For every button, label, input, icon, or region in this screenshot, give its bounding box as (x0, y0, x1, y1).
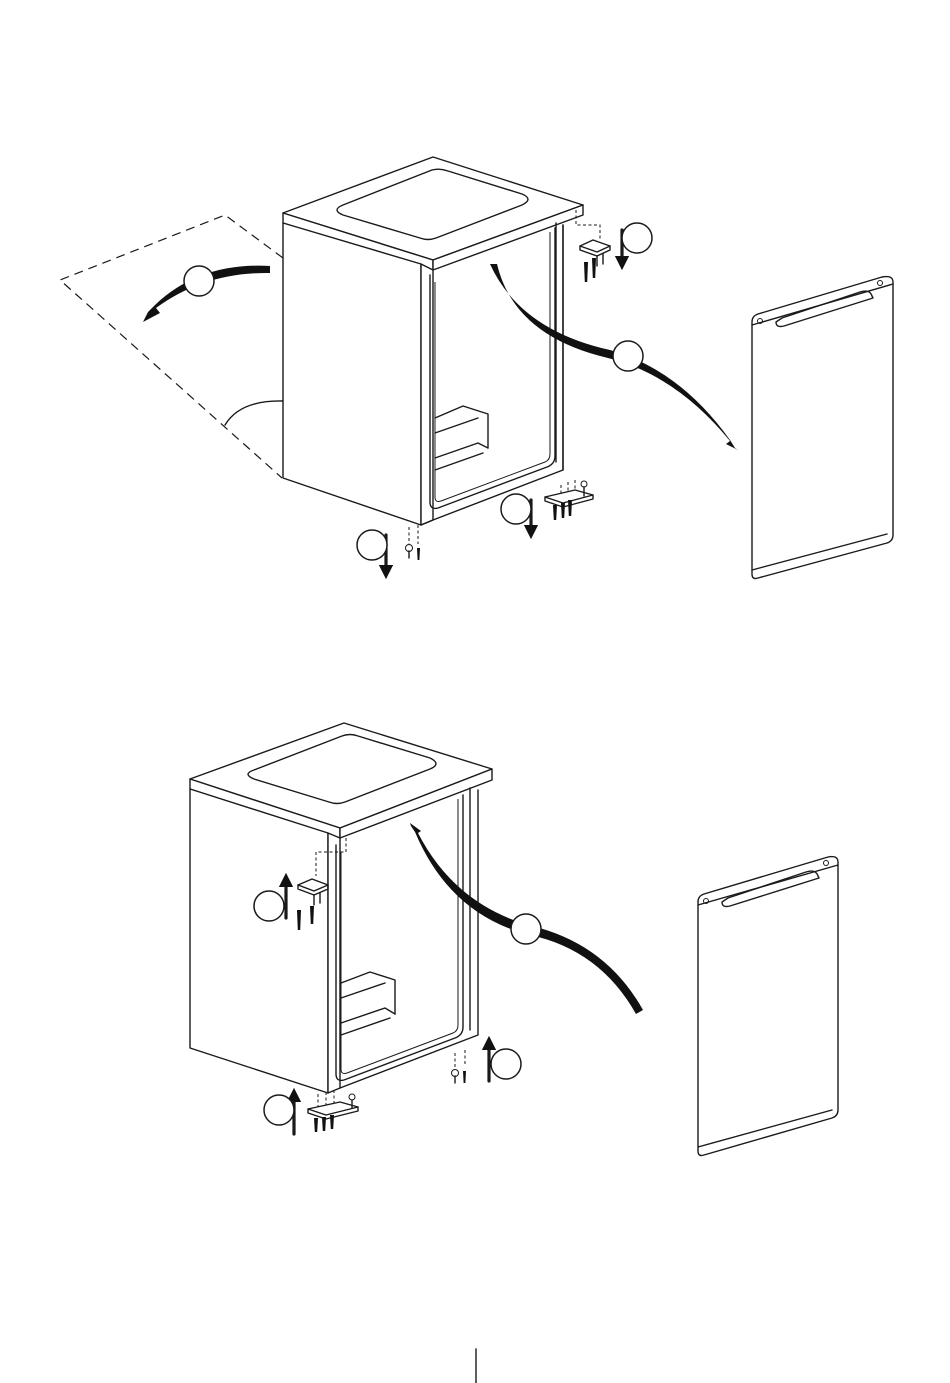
callout-remove-foot (357, 530, 387, 560)
callout-remove-door (613, 341, 643, 371)
callout-refit-foot (491, 1049, 521, 1079)
screw-icon (592, 258, 596, 278)
cabinet-front-post (421, 264, 433, 525)
screw-icon (417, 548, 420, 560)
foot-assembly-refit (452, 1043, 522, 1083)
top-hinge-assembly (576, 210, 652, 282)
washer-icon (581, 481, 587, 487)
refrigerator-door (752, 277, 893, 579)
screw-icon (314, 1118, 318, 1132)
open-door-dashed-outline (60, 215, 283, 478)
screw-icon (330, 1115, 334, 1129)
fridge-cabinet-reversed (190, 723, 492, 1093)
cabinet-side-panel (190, 789, 328, 1093)
screw-icon (463, 1071, 466, 1083)
screw-icon (561, 503, 565, 518)
cabinet-side-panel (283, 223, 421, 525)
door-panel (698, 857, 838, 1156)
lower-hinge-assembly-refit (264, 1090, 358, 1134)
fridge-cabinet (283, 157, 583, 525)
door-swing-arc (225, 401, 283, 425)
callout-open-door (184, 266, 214, 296)
step-refit-door (190, 723, 838, 1156)
top-hinge-plate (580, 240, 610, 252)
foot-assembly (357, 525, 420, 572)
callout-refit-door (511, 914, 541, 944)
cabinet-front-post (328, 833, 340, 1093)
callout-refit-top-hinge (254, 891, 284, 921)
door-panel (752, 277, 893, 579)
washer-icon (349, 1094, 355, 1100)
screw-icon (322, 1117, 326, 1131)
screw-icon (568, 500, 572, 516)
step-remove-door (60, 157, 893, 579)
callout-remove-top-hinge (622, 223, 652, 253)
refrigerator-door-refit (698, 857, 838, 1156)
screw-icon (553, 505, 557, 520)
screw-icon (584, 262, 588, 282)
callout-remove-lower-hinge (501, 494, 531, 524)
callout-refit-lower-hinge (264, 1095, 294, 1125)
